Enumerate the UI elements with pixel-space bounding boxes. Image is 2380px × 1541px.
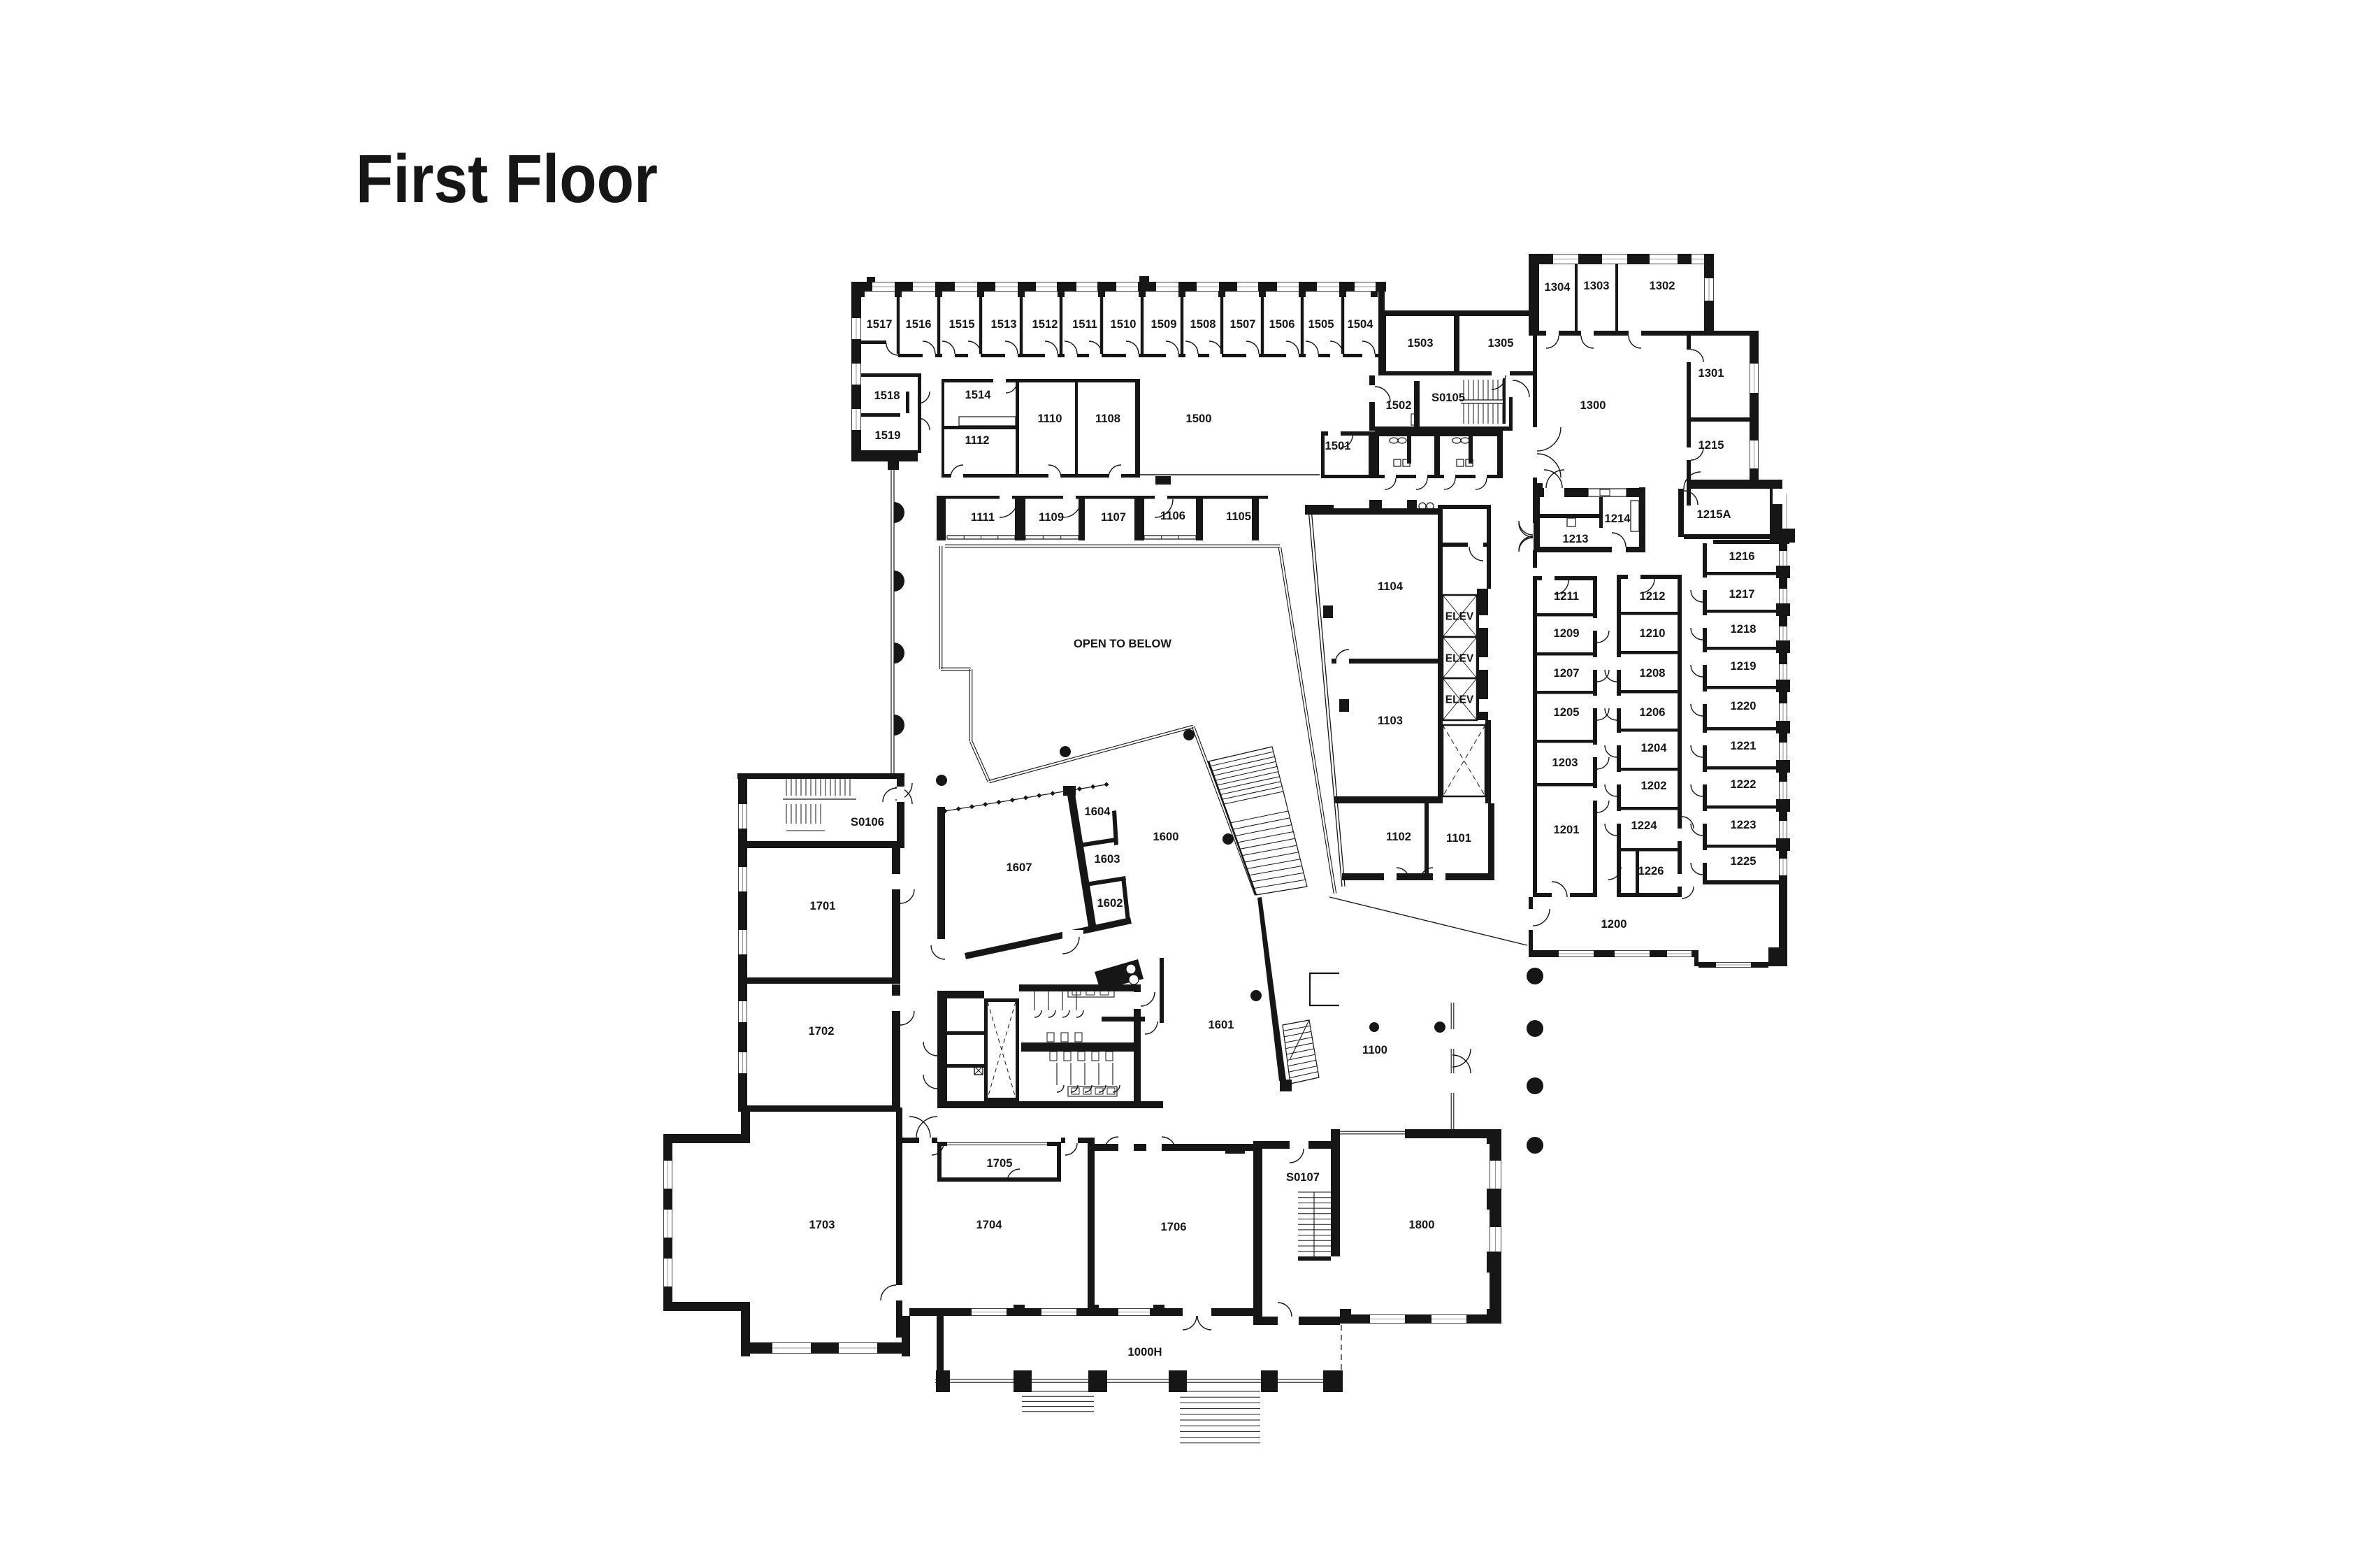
svg-text:1206: 1206 — [1640, 705, 1666, 719]
svg-text:1213: 1213 — [1563, 532, 1589, 545]
svg-text:1214: 1214 — [1605, 512, 1631, 525]
svg-text:1104: 1104 — [1378, 580, 1404, 593]
svg-text:1111: 1111 — [971, 510, 995, 524]
svg-text:1216: 1216 — [1729, 550, 1755, 563]
svg-text:1705: 1705 — [987, 1156, 1013, 1170]
svg-text:1305: 1305 — [1488, 336, 1514, 350]
svg-text:1110: 1110 — [1037, 412, 1062, 425]
svg-text:1703: 1703 — [809, 1218, 835, 1231]
svg-text:1207: 1207 — [1554, 666, 1580, 680]
svg-text:OPEN TO BELOW: OPEN TO BELOW — [1074, 638, 1171, 650]
svg-text:ELEV: ELEV — [1445, 653, 1474, 665]
svg-text:1503: 1503 — [1408, 336, 1434, 350]
svg-text:1205: 1205 — [1554, 705, 1580, 719]
svg-text:1217: 1217 — [1729, 587, 1755, 601]
svg-text:1513: 1513 — [991, 317, 1017, 331]
svg-text:1505: 1505 — [1308, 317, 1334, 331]
svg-text:1211: 1211 — [1554, 589, 1579, 603]
svg-text:1702: 1702 — [809, 1024, 835, 1038]
svg-text:1210: 1210 — [1640, 626, 1666, 640]
svg-text:S0105: S0105 — [1431, 391, 1465, 404]
svg-text:1504: 1504 — [1348, 317, 1374, 331]
svg-text:1204: 1204 — [1641, 741, 1668, 754]
svg-text:1103: 1103 — [1378, 714, 1403, 727]
svg-text:1224: 1224 — [1631, 819, 1658, 832]
svg-text:1800: 1800 — [1409, 1218, 1435, 1231]
svg-text:First Floor: First Floor — [356, 141, 658, 217]
svg-text:1507: 1507 — [1230, 317, 1256, 331]
svg-text:1701: 1701 — [810, 899, 836, 912]
svg-text:1502: 1502 — [1386, 399, 1412, 412]
svg-text:S0107: S0107 — [1286, 1170, 1320, 1184]
svg-text:1304: 1304 — [1545, 280, 1571, 294]
svg-text:1102: 1102 — [1386, 830, 1411, 843]
svg-text:1226: 1226 — [1638, 864, 1664, 877]
svg-text:1500: 1500 — [1186, 412, 1212, 425]
svg-text:1105: 1105 — [1226, 510, 1251, 523]
svg-text:1101: 1101 — [1446, 831, 1471, 845]
svg-text:1225: 1225 — [1731, 854, 1757, 868]
svg-text:ELEV: ELEV — [1445, 611, 1474, 623]
svg-text:1300: 1300 — [1580, 399, 1606, 412]
svg-text:1512: 1512 — [1032, 317, 1058, 331]
svg-text:1107: 1107 — [1101, 510, 1126, 524]
svg-text:1519: 1519 — [875, 429, 901, 442]
svg-text:1215: 1215 — [1699, 438, 1724, 452]
svg-text:1510: 1510 — [1111, 317, 1137, 331]
svg-text:1223: 1223 — [1731, 818, 1757, 831]
svg-text:1518: 1518 — [874, 389, 900, 402]
svg-text:1202: 1202 — [1641, 779, 1667, 792]
svg-text:1706: 1706 — [1161, 1220, 1187, 1233]
svg-text:1106: 1106 — [1160, 509, 1185, 522]
svg-text:1203: 1203 — [1552, 756, 1578, 769]
svg-text:1100: 1100 — [1362, 1043, 1387, 1056]
svg-text:1517: 1517 — [867, 317, 893, 331]
svg-text:1301: 1301 — [1699, 366, 1724, 380]
svg-text:1303: 1303 — [1584, 279, 1610, 292]
svg-text:1514: 1514 — [965, 388, 992, 401]
svg-text:1221: 1221 — [1731, 739, 1757, 752]
svg-text:1506: 1506 — [1269, 317, 1295, 331]
svg-text:1219: 1219 — [1731, 659, 1757, 673]
svg-text:1212: 1212 — [1640, 589, 1666, 603]
svg-text:1604: 1604 — [1085, 805, 1111, 818]
svg-text:1607: 1607 — [1007, 861, 1032, 874]
svg-text:1601: 1601 — [1209, 1018, 1234, 1031]
svg-text:1201: 1201 — [1554, 823, 1580, 836]
svg-text:1515: 1515 — [949, 317, 975, 331]
svg-text:1602: 1602 — [1097, 896, 1123, 910]
svg-text:1603: 1603 — [1095, 852, 1120, 866]
svg-text:1501: 1501 — [1325, 439, 1351, 452]
svg-text:1509: 1509 — [1151, 317, 1177, 331]
svg-text:1112: 1112 — [965, 433, 989, 447]
svg-text:1704: 1704 — [976, 1218, 1003, 1231]
svg-text:1209: 1209 — [1554, 626, 1580, 640]
svg-text:1000H: 1000H — [1128, 1345, 1162, 1359]
svg-text:S0106: S0106 — [851, 815, 884, 829]
svg-text:1208: 1208 — [1640, 666, 1666, 680]
svg-text:1108: 1108 — [1095, 412, 1120, 425]
svg-text:1109: 1109 — [1039, 510, 1064, 524]
svg-text:1516: 1516 — [906, 317, 932, 331]
svg-text:1218: 1218 — [1731, 622, 1757, 636]
svg-text:1200: 1200 — [1601, 917, 1627, 931]
svg-text:1302: 1302 — [1650, 279, 1675, 292]
svg-text:1600: 1600 — [1153, 830, 1179, 843]
svg-text:ELEV: ELEV — [1445, 694, 1474, 706]
svg-text:1508: 1508 — [1190, 317, 1216, 331]
svg-text:1511: 1511 — [1072, 317, 1097, 331]
svg-text:1220: 1220 — [1731, 699, 1757, 712]
svg-text:1222: 1222 — [1731, 777, 1757, 791]
svg-text:1215A: 1215A — [1697, 508, 1731, 521]
